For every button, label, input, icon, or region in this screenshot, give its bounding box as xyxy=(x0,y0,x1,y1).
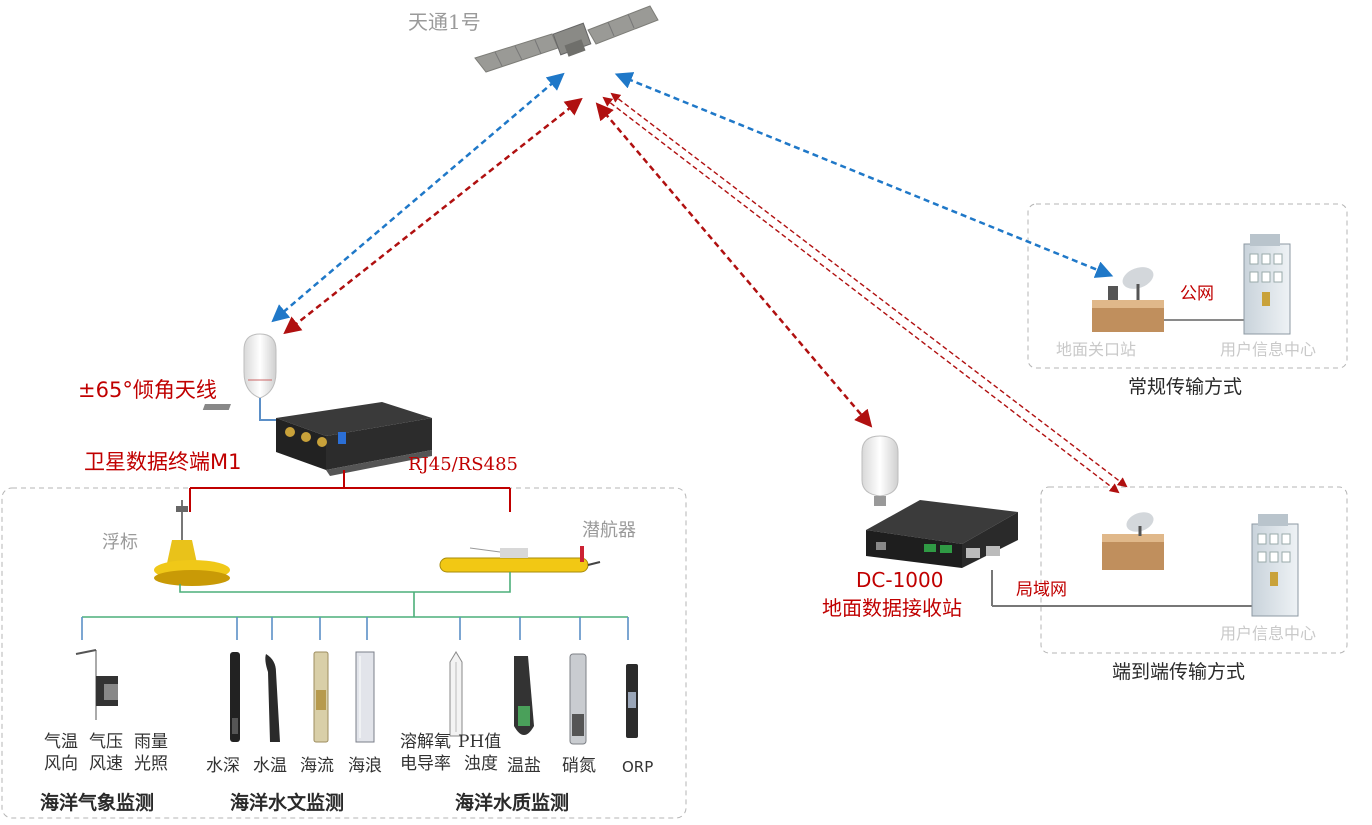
current-probe-icon xyxy=(313,651,329,743)
sensor-conductivity: 电导率 xyxy=(400,754,451,774)
blue-link-antenna xyxy=(271,72,565,323)
sensor-air-temp: 气温 xyxy=(44,732,78,752)
public-net-label: 公网 xyxy=(1180,284,1214,304)
user-center-label: 用户信息中心 xyxy=(1220,340,1317,359)
nitrate-probe-icon xyxy=(569,653,587,745)
glider-icon xyxy=(439,546,601,573)
lan-label: 局域网 xyxy=(1016,580,1067,600)
sensor-rainfall: 雨量 xyxy=(134,732,168,752)
sensor-water-depth: 水深 xyxy=(206,756,240,776)
red-link-e2e-a xyxy=(602,96,1120,494)
sensor-bus xyxy=(82,592,628,618)
satellite-icon xyxy=(474,5,659,73)
gateway-station-icon xyxy=(1092,267,1164,332)
sensor-orp: ORP xyxy=(622,758,654,776)
gateway-station-icon-2 xyxy=(1102,512,1164,570)
sensor-dissolved-oxygen: 溶解氧 xyxy=(400,732,451,752)
receiver-label: 地面数据接收站 xyxy=(822,596,962,620)
weather-station-icon xyxy=(75,649,118,720)
red-link-receiver xyxy=(595,102,873,428)
sensor-wind-direction: 风向 xyxy=(44,754,78,774)
sensor-illumination: 光照 xyxy=(134,754,168,774)
satellite-links xyxy=(271,72,1114,428)
buoy-icon xyxy=(154,500,230,586)
antenna-icon xyxy=(243,333,280,421)
receiver-model: DC-1000 xyxy=(856,568,944,592)
satellite-name: 天通1号 xyxy=(408,10,481,34)
terminal-device-icon xyxy=(202,402,432,488)
user-center-building-icon xyxy=(1243,234,1291,335)
glider-label: 潜航器 xyxy=(582,520,636,541)
sensor-box xyxy=(1,487,687,819)
red-link-e2e-b xyxy=(610,92,1128,488)
group-hydro-caption: 海洋水文监测 xyxy=(230,792,345,814)
buoy-label: 浮标 xyxy=(102,532,138,553)
sensor-temp-salinity: 温盐 xyxy=(507,756,541,776)
terminal-label: 卫星数据终端M1 xyxy=(84,450,242,474)
sensor-air-pressure: 气压 xyxy=(89,732,123,752)
end-to-end-caption: 端到端传输方式 xyxy=(1112,661,1246,683)
rs485-bus xyxy=(189,487,511,512)
orp-probe-icon xyxy=(626,664,638,738)
sensor-water-temp: 水温 xyxy=(253,756,287,776)
sensor-wave: 海浪 xyxy=(348,756,382,776)
platform-bus xyxy=(179,572,511,593)
receiver-antenna-icon xyxy=(861,435,899,506)
terminal-interface-label: RJ45/RS485 xyxy=(408,454,518,475)
receiver-device-icon xyxy=(866,500,1018,568)
do-probe-icon xyxy=(449,651,463,737)
group-quality-caption: 海洋水质监测 xyxy=(455,792,570,814)
red-link-antenna xyxy=(283,97,583,335)
satellite-links-thin xyxy=(602,92,1128,494)
user-center-building-icon-2 xyxy=(1251,514,1299,617)
gateway-label: 地面关口站 xyxy=(1056,340,1137,359)
wave-probe-icon xyxy=(355,651,375,743)
ctd-probe-icon xyxy=(514,656,534,735)
group-weather-caption: 海洋气象监测 xyxy=(40,792,155,814)
sensor-drops xyxy=(81,617,629,640)
sensor-ph: PH值 xyxy=(458,732,502,752)
antenna-label: ±65°倾角天线 xyxy=(78,378,217,402)
conventional-caption: 常规传输方式 xyxy=(1128,376,1243,398)
sensor-nitrate: 硝氮 xyxy=(562,756,596,776)
sensor-wind-speed: 风速 xyxy=(89,754,123,774)
user-center-label-2: 用户信息中心 xyxy=(1220,624,1317,643)
sensor-current: 海流 xyxy=(300,756,334,776)
sensor-turbidity: 浊度 xyxy=(464,754,498,774)
depth-probe-icon xyxy=(230,652,240,742)
temperature-probe-icon xyxy=(265,654,280,742)
blue-link-gateway xyxy=(614,72,1114,278)
end-to-end-box xyxy=(1040,486,1348,654)
